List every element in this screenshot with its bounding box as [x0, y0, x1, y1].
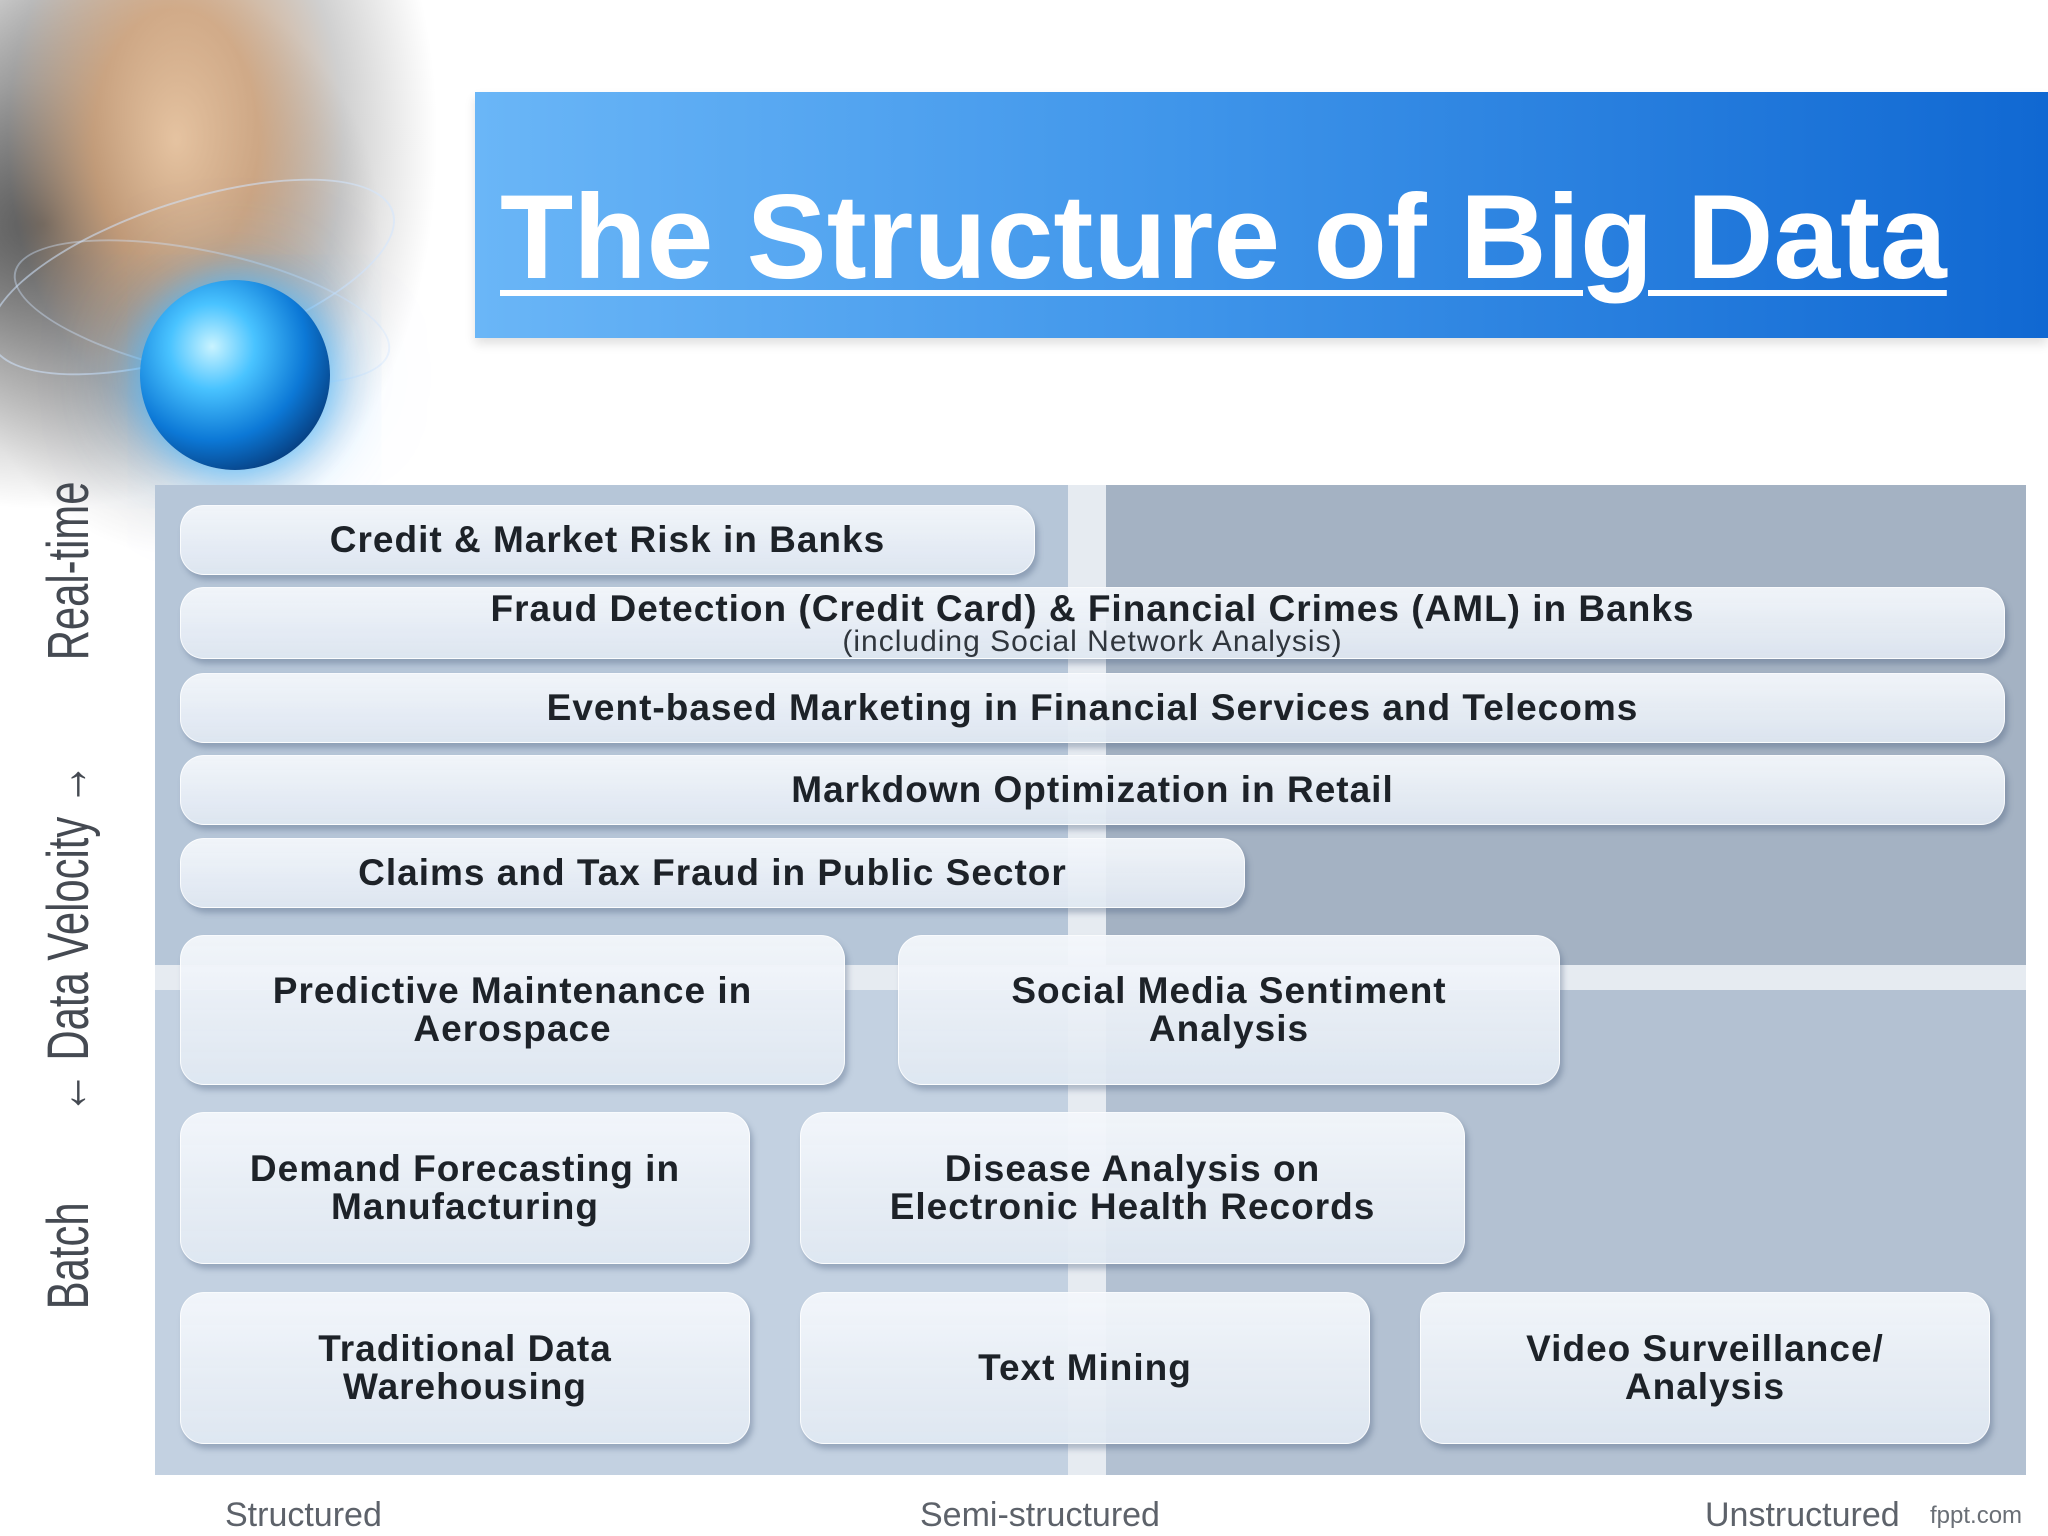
x-axis: Structured Semi-structured Unstructured: [0, 1490, 2048, 1536]
use-case-label: Video Surveillance/ Analysis: [1526, 1328, 1884, 1407]
use-case-demand-forecasting: Demand Forecasting in Manufacturing: [180, 1112, 750, 1264]
use-case-label: Demand Forecasting in Manufacturing: [249, 1148, 681, 1227]
use-case-label: Event-based Marketing in Financial Servi…: [546, 687, 1639, 728]
x-axis-structured-label: Structured: [225, 1496, 382, 1534]
use-case-label: Predictive Maintenance in Aerospace: [272, 970, 753, 1049]
hand-holding-globe-image: [0, 0, 440, 560]
use-case-event-marketing: Event-based Marketing in Financial Servi…: [180, 673, 2005, 743]
use-case-predictive-maintenance: Predictive Maintenance in Aerospace: [180, 935, 845, 1085]
y-axis-batch-label: Batch: [35, 1202, 101, 1310]
title-banner: [475, 92, 2048, 338]
use-case-label: Claims and Tax Fraud in Public Sector: [358, 852, 1067, 893]
use-case-markdown-optimization: Markdown Optimization in Retail: [180, 755, 2005, 825]
use-case-social-media: Social Media Sentiment Analysis: [898, 935, 1560, 1085]
use-case-label: Fraud Detection (Credit Card) & Financia…: [490, 588, 1695, 629]
use-case-label: Text Mining: [978, 1347, 1192, 1388]
use-case-label: Markdown Optimization in Retail: [791, 769, 1394, 810]
use-case-text-mining: Text Mining: [800, 1292, 1370, 1444]
x-axis-semistructured-label: Semi-structured: [920, 1496, 1160, 1534]
y-axis: Batch ← Data Velocity → Real-time: [33, 481, 103, 1330]
use-case-label: Disease Analysis on Electronic Health Re…: [889, 1148, 1376, 1227]
use-case-fraud-detection: Fraud Detection (Credit Card) & Financia…: [180, 587, 2005, 659]
use-case-disease-analysis: Disease Analysis on Electronic Health Re…: [800, 1112, 1465, 1264]
globe-icon: [140, 280, 330, 470]
use-case-label: Social Media Sentiment Analysis: [1011, 970, 1447, 1049]
use-case-claims-tax-fraud: Claims and Tax Fraud in Public Sector: [180, 838, 1245, 908]
x-axis-unstructured-label: Unstructured: [1705, 1496, 1900, 1534]
use-case-sublabel: (including Social Network Analysis): [842, 625, 1343, 658]
y-axis-velocity-label: ← Data Velocity →: [35, 763, 101, 1114]
y-axis-realtime-label: Real-time: [35, 481, 101, 661]
use-case-label: Traditional Data Warehousing: [318, 1328, 612, 1407]
use-case-label: Credit & Market Risk in Banks: [329, 519, 886, 560]
slide-title: The Structure of Big Data: [500, 170, 1947, 304]
watermark: fppt.com: [1930, 1502, 2023, 1529]
use-case-traditional-dw: Traditional Data Warehousing: [180, 1292, 750, 1444]
use-case-video-surveillance: Video Surveillance/ Analysis: [1420, 1292, 1990, 1444]
use-case-credit-risk: Credit & Market Risk in Banks: [180, 505, 1035, 575]
